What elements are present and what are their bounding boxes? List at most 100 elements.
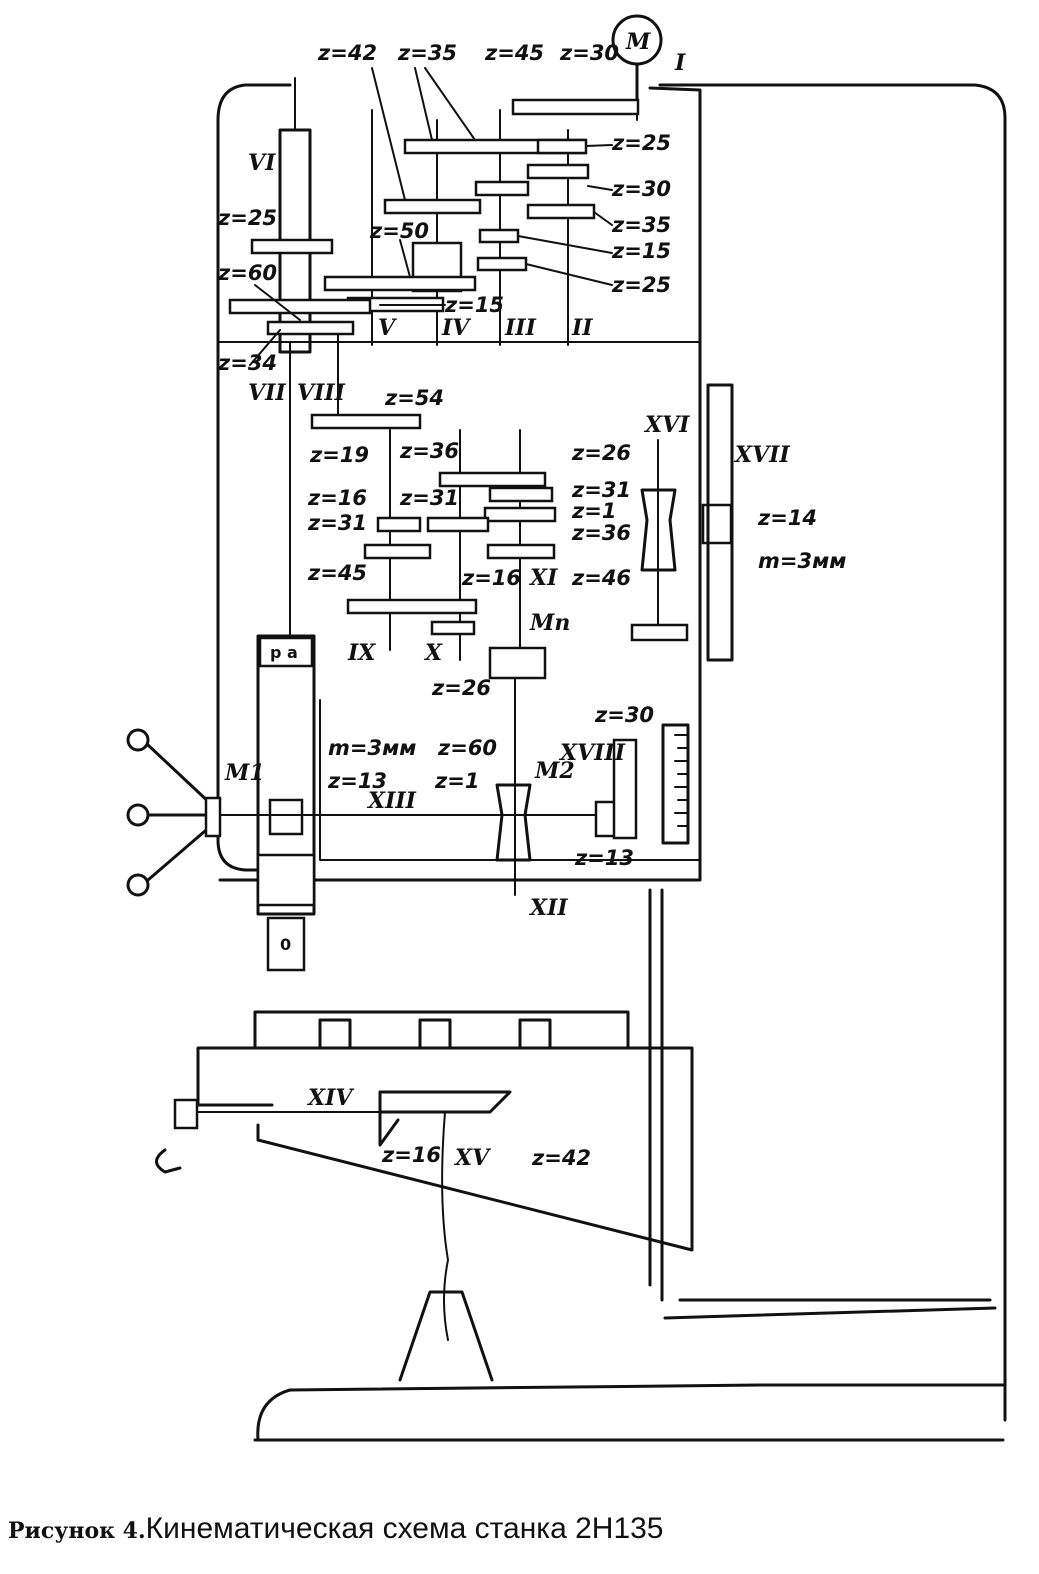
label-z30-b: z=30 [611, 177, 671, 201]
headstock-outline [216, 83, 702, 882]
label-z25-b: z=25 [611, 273, 671, 297]
gear-z42 [383, 198, 482, 215]
panel-top [258, 636, 314, 668]
panel-bottom [256, 853, 316, 907]
shaft-label-viii: VIII [297, 380, 346, 406]
label-z45: z=45 [484, 41, 544, 65]
label-z15-a: z=15 [611, 239, 671, 263]
label-z1: z=1 [571, 499, 616, 523]
label-z19: z=19 [309, 443, 369, 467]
gear-z31-xi [483, 506, 557, 523]
gear-z25-vi [250, 238, 334, 255]
clutch-m2-label: M2 [534, 758, 575, 784]
gear-z30-a [474, 180, 530, 197]
label-z42: z=42 [317, 41, 377, 65]
gear-z25-b [476, 256, 528, 272]
leader-lines-gearbox [249, 67, 613, 366]
shaft-label-mp: Mп [529, 610, 570, 636]
shaft-label-vi: VI [248, 150, 276, 176]
gear-z36-xi [486, 543, 556, 560]
label-z26: z=26 [571, 441, 631, 465]
gear-z50 [323, 275, 477, 292]
shaft-label-iii: III [504, 315, 537, 341]
label-z35-b: z=35 [611, 213, 671, 237]
handle-knob-bottom [126, 873, 150, 897]
label-z50: z=50 [369, 219, 429, 243]
depth-scale-ticks [674, 734, 689, 827]
label-z45: z=45 [307, 561, 367, 585]
gear-z31-ix [363, 543, 432, 560]
shaft-label-xvi: XVI [643, 412, 690, 438]
table-top [253, 1010, 630, 1050]
label-z16-a: z=16 [307, 486, 367, 510]
shaft-label-vii: VII [248, 380, 286, 406]
column-shoulder [663, 1298, 997, 1320]
label-z13-xviii: z=13 [574, 846, 634, 870]
gear-z31-x [426, 516, 490, 533]
label-z54: z=54 [384, 386, 444, 410]
label-z46: z=46 [571, 566, 631, 590]
gear-z34 [266, 320, 355, 336]
label-z1-xii: z=1 [434, 769, 479, 793]
label-z36-b: z=36 [571, 521, 631, 545]
depth-scale [661, 723, 690, 845]
table-support [398, 1290, 494, 1382]
gear-z54 [310, 413, 422, 430]
label-z34: z=34 [217, 351, 277, 375]
label-rack-module-spindle: m=3мм [328, 736, 416, 760]
gear-z35-b [526, 203, 596, 220]
shaft-label-x: X [423, 640, 443, 666]
spindle-gear-z13 [268, 798, 304, 836]
table-screw [441, 1111, 450, 1341]
label-z42-table: z=42 [531, 1146, 591, 1170]
clutch-m1-label: M1 [224, 760, 265, 786]
panel-top-letters: p a [270, 643, 298, 662]
bevel-gear-pair [378, 1090, 512, 1147]
clutch-mp [488, 646, 547, 680]
label-z13-spindle: z=13 [327, 769, 387, 793]
handle-arms [146, 743, 214, 882]
label-rack-module: m=3мм [758, 549, 846, 573]
label-z15-b: z=15 [444, 293, 504, 317]
shaft-label-xi: XI [528, 565, 558, 591]
quill-letter: 0 [280, 935, 291, 954]
label-z16-b: z=16 [461, 566, 521, 590]
shaft-label-xiv: XIV [306, 1085, 354, 1111]
spindle-sleeve [278, 128, 312, 354]
figure-caption: Рисунок 4.Кинематическая схема станка 2Н… [8, 1512, 1028, 1560]
rack-m3 [706, 383, 734, 662]
quill-end [266, 916, 306, 972]
label-z26-b: z=26 [431, 676, 491, 700]
label-z31-c: z=31 [399, 486, 459, 510]
spindle-rack-housing [256, 634, 316, 916]
shaft-label-iv: IV [441, 315, 471, 341]
gear-z36 [438, 471, 547, 488]
gear-z16-ix [376, 516, 422, 533]
gear-z25 [536, 138, 588, 155]
shaft-label-ii: II [571, 315, 593, 341]
shaft-label-xii: XII [528, 895, 568, 921]
shaft-label-ix: IX [347, 640, 376, 666]
column-outline [658, 83, 1007, 1422]
label-z31-b: z=31 [307, 511, 367, 535]
handle-hub [204, 796, 222, 838]
handwheel-base [630, 623, 689, 642]
label-z60: z=60 [437, 736, 497, 760]
label-z30: z=30 [559, 41, 619, 65]
shaft-label-xiii: XIII [366, 788, 417, 814]
label-z60: z=60 [217, 261, 277, 285]
caption-title: Кинематическая схема станка 2Н135 [145, 1512, 664, 1545]
shaft-label-i: I [674, 50, 686, 76]
table-body [196, 1046, 694, 1252]
label-z30-xviii: z=30 [594, 703, 654, 727]
label-z31-a: z=31 [571, 478, 631, 502]
gear-z30-xviii [612, 738, 638, 840]
label-z35: z=35 [397, 41, 457, 65]
label-z25-a: z=25 [611, 131, 671, 155]
shaft-label-v: V [378, 315, 397, 341]
shaft-label-xvii: XVII [733, 442, 790, 468]
label-z25-vi: z=25 [217, 206, 277, 230]
table-handwheel [173, 1098, 199, 1130]
